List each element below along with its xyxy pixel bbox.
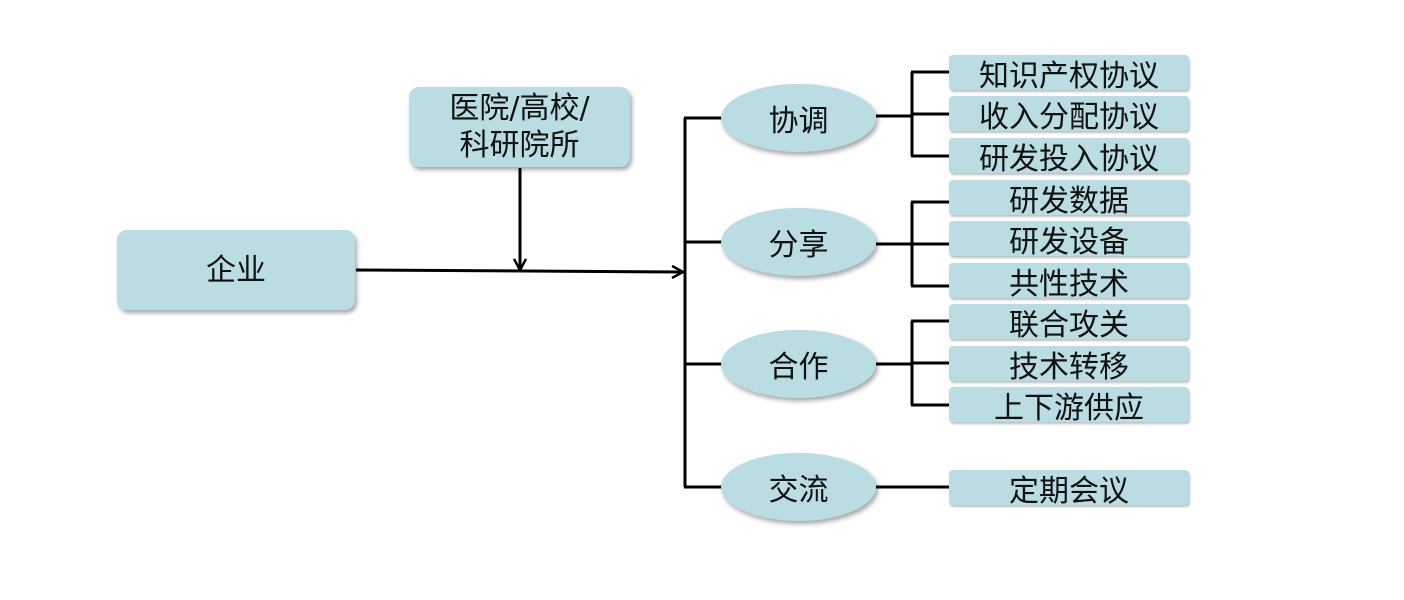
leaf-item: 上下游供应 bbox=[949, 387, 1189, 426]
leaf-label: 技术转移 bbox=[1009, 349, 1129, 385]
institution-box: 医院/高校/ 科研院所 bbox=[409, 87, 630, 167]
leaf-item: 技术转移 bbox=[949, 346, 1189, 385]
leaf-label: 共性技术 bbox=[1009, 266, 1129, 302]
leaf-label: 上下游供应 bbox=[994, 390, 1144, 426]
leaf-label: 收入分配协议 bbox=[979, 99, 1159, 135]
leaf-label: 研发投入协议 bbox=[979, 141, 1159, 177]
leaf-item: 研发数据 bbox=[949, 180, 1189, 219]
leaf-item: 联合攻关 bbox=[949, 304, 1189, 343]
leaf-label: 定期会议 bbox=[1009, 473, 1129, 509]
group-node-fenxiang: 分享 bbox=[721, 208, 876, 276]
leaf-item: 共性技术 bbox=[949, 263, 1189, 302]
institution-label-line2: 科研院所 bbox=[459, 128, 580, 163]
group-node-xietiao: 协调 bbox=[721, 84, 876, 152]
leaf-item: 收入分配协议 bbox=[949, 96, 1189, 135]
group-label: 交流 bbox=[768, 473, 829, 508]
leaf-item: 知识产权协议 bbox=[949, 55, 1189, 94]
group-label: 合作 bbox=[768, 350, 829, 385]
leaf-label: 研发数据 bbox=[1009, 183, 1129, 219]
leaf-label: 联合攻关 bbox=[1009, 307, 1129, 343]
leaf-label: 知识产权协议 bbox=[979, 58, 1159, 94]
group-node-jiaoliu: 交流 bbox=[721, 453, 876, 521]
leaf-label: 研发设备 bbox=[1009, 224, 1129, 260]
leaf-item: 定期会议 bbox=[949, 470, 1189, 509]
group-label: 分享 bbox=[768, 228, 829, 263]
enterprise-arrow bbox=[355, 270, 683, 272]
leaf-item: 研发设备 bbox=[949, 221, 1189, 260]
leaf-item: 研发投入协议 bbox=[949, 138, 1189, 177]
enterprise-label: 企业 bbox=[206, 252, 266, 288]
group-node-hezuo: 合作 bbox=[721, 330, 876, 398]
group-label: 协调 bbox=[768, 104, 829, 139]
enterprise-box: 企业 bbox=[117, 230, 355, 310]
institution-label-line1: 医院/高校/ bbox=[449, 91, 590, 126]
